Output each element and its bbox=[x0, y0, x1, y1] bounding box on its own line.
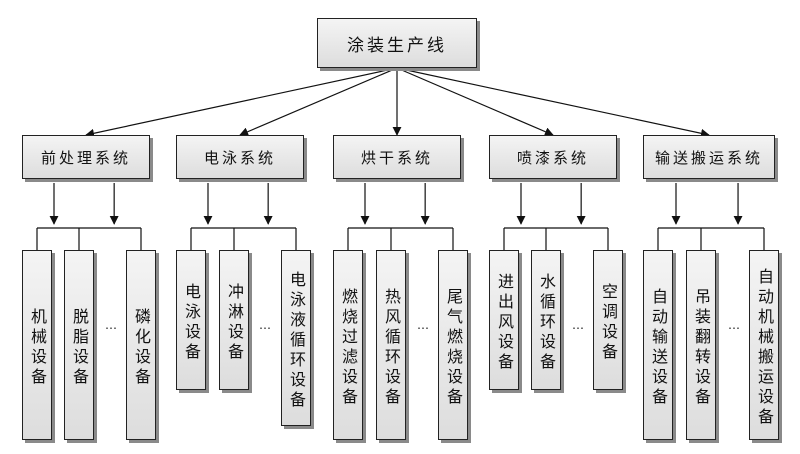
ellipsis-label: … bbox=[259, 318, 272, 332]
system-node: 输送搬运系统 bbox=[643, 135, 775, 179]
device-node: 吊装翻转设备 bbox=[686, 250, 716, 440]
system-node: 电泳系统 bbox=[176, 135, 304, 179]
system-node: 前处理系统 bbox=[22, 135, 150, 179]
system-node: 烘干系统 bbox=[333, 135, 461, 179]
device-node: 自动输送设备 bbox=[643, 250, 673, 440]
arrow-connector bbox=[396, 67, 710, 138]
device-node: 水循环设备 bbox=[531, 250, 561, 390]
device-node: 机械设备 bbox=[22, 250, 52, 440]
device-node: 冲淋设备 bbox=[219, 250, 249, 390]
ellipsis-label: … bbox=[105, 318, 118, 332]
device-node: 进出风设备 bbox=[489, 250, 519, 390]
device-node: 脱脂设备 bbox=[64, 250, 94, 440]
ellipsis-label: … bbox=[417, 318, 430, 332]
arrow-connector bbox=[85, 67, 398, 138]
device-node: 空调设备 bbox=[593, 250, 623, 390]
device-node: 磷化设备 bbox=[126, 250, 156, 440]
system-node: 喷漆系统 bbox=[489, 135, 617, 179]
device-node: 电泳液循环设备 bbox=[281, 250, 311, 426]
device-node: 自动机械搬运设备 bbox=[749, 250, 779, 440]
ellipsis-label: … bbox=[572, 318, 585, 332]
device-node: 燃烧过滤设备 bbox=[333, 250, 363, 440]
device-node: 电泳设备 bbox=[176, 250, 206, 390]
arrow-connector bbox=[239, 67, 398, 136]
device-node: 尾气燃烧设备 bbox=[438, 250, 468, 440]
root-node: 涂装生产线 bbox=[317, 18, 477, 68]
ellipsis-label: … bbox=[728, 318, 741, 332]
arrow-connector bbox=[396, 67, 554, 136]
device-node: 热风循环设备 bbox=[376, 250, 406, 440]
